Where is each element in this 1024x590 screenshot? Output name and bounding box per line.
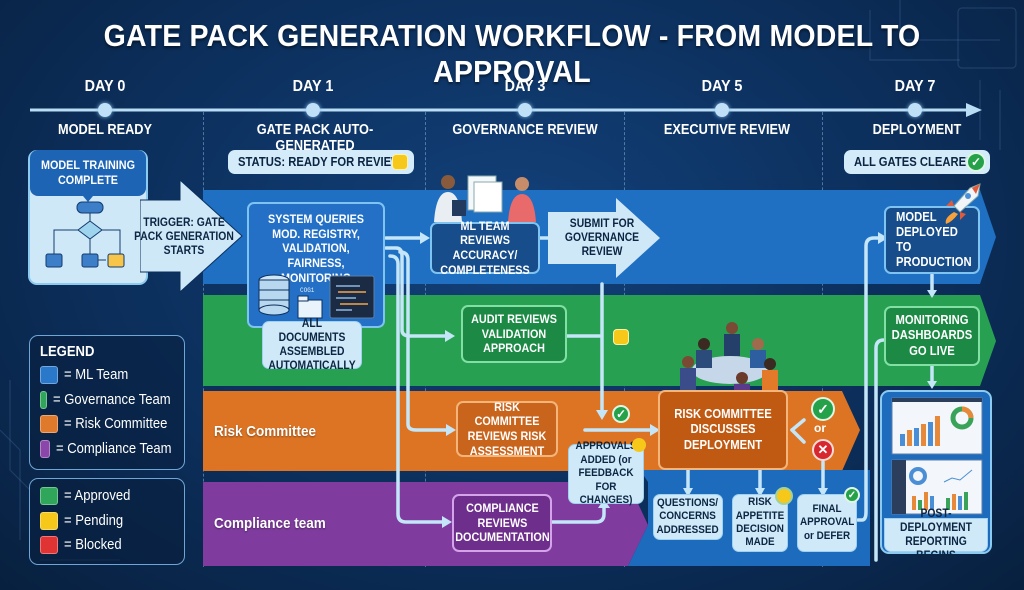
data-sources-icons: COG1 [258,274,375,319]
stage-label: DEPLOYMENT [872,122,962,138]
legend-swatch [40,366,58,385]
arrowhead [420,232,430,244]
model-training-header: MODEL TRAINING COMPLETE [30,150,146,196]
reviewers-illustration [434,175,536,222]
database-icon [258,274,290,316]
legend-swatch [40,536,58,555]
day-label: DAY 5 [701,78,743,95]
status-badge-ready: STATUS: READY FOR REVIEW [228,150,414,174]
questions-addressed-node: QUESTIONS/ CONCERNS ADDRESSED [653,494,723,540]
legend-swatch [40,487,58,506]
arrowhead [445,330,455,342]
final-approval-node: FINAL APPROVAL or DEFER [797,494,857,552]
arrowhead [446,424,456,436]
arrowhead [596,410,608,420]
legend-item-blocked: = Blocked [40,533,184,558]
arrowhead [650,424,660,436]
arrowhead [755,488,765,497]
model-deployed-node: MODEL DEPLOYED TO PRODUCTION [884,206,980,274]
arrowhead [683,488,693,497]
day-label: DAY 0 [84,78,126,95]
timeline-dot-day7 [908,103,922,117]
status-badge-cleared: ALL GATES CLEARED ✓ [844,150,990,174]
arrowhead [878,232,888,244]
pending-status-icon [775,487,793,505]
lane-label-compliance: Compliance team [214,515,326,532]
timeline-arrowhead [966,103,982,117]
approved-status-icon: ✓ [844,487,860,503]
page-title: GATE PACK GENERATION WORKFLOW - FROM MOD… [103,18,921,89]
timeline-dot-day1 [306,103,320,117]
approve-option-icon: ✓ [811,397,835,421]
trigger-arrow [140,180,243,294]
code-editor-icon [329,275,375,319]
ml-team-review-node: ML TEAM REVIEWS ACCURACY/ COMPLETENESS [430,219,540,277]
pending-status-icon [632,438,646,452]
legend-statuses: = Approved = Pending = Blocked [29,478,185,565]
arrowhead [442,516,452,528]
submit-arrow [548,198,660,278]
audit-review-node: AUDIT REVIEWS VALIDATION APPROACH [461,305,567,363]
dashboard-illustration [891,397,983,515]
legend-item-pending: = Pending [40,509,184,534]
submit-governance-label: SUBMIT FOR GOVERNANCE REVIEW [564,217,640,258]
timeline-axis [30,103,982,117]
risk-appetite-node: RISK APPETITE DECISION MADE [732,494,788,552]
legend-swatch [40,390,48,409]
risk-committee-discussion-node: RISK COMMITTEE DISCUSSES DEPLOYMENT [658,390,788,470]
approved-status-icon: ✓ [966,152,986,172]
legend-swatch [40,511,58,530]
legend-teams: LEGEND = ML Team = Governance Team = Ris… [29,335,185,470]
lane-label-risk: Risk Committee [214,423,317,440]
legend-item-governance-team: = Governance Team [40,388,184,413]
legend-item-approved: = Approved [40,484,184,509]
post-deployment-node: POST-DEPLOYMENT REPORTING BEGINS [884,508,988,562]
approvals-added-node: APPROVALS ADDED (or FEEDBACK FOR CHANGES… [568,440,644,506]
day-label: DAY 7 [894,78,936,95]
all-documents-node: ALL DOCUMENTS ASSEMBLED AUTOMATICALLY [262,318,362,372]
reject-option-icon: ✕ [812,439,834,461]
compliance-review-node: COMPLIANCE REVIEWS DOCUMENTATION [452,494,552,552]
timeline-dot-day5 [715,103,729,117]
legend-swatch [40,415,58,434]
or-label: or [814,421,826,435]
approved-status-icon: ✓ [612,405,630,423]
risk-review-node: RISK COMMITTEE REVIEWS RISK ASSESSMENT [456,400,558,458]
stage-label: EXECUTIVE REVIEW [663,122,791,138]
timeline-dot-day0 [98,103,112,117]
pending-status-icon [613,329,629,345]
pending-status-icon [392,154,408,170]
svg-text:COG1: COG1 [300,287,315,294]
legend-title: LEGEND [40,344,95,360]
folder-icon [297,295,323,319]
legend-item-ml-team: = ML Team [40,363,184,388]
day-label: DAY 3 [504,78,546,95]
legend-swatch [40,439,50,458]
monitoring-dashboards-node: MONITORING DASHBOARDS GO LIVE [884,306,980,366]
stage-label: MODEL READY [57,122,153,138]
legend-item-compliance-team: = Compliance Team [40,437,184,462]
legend-item-risk-committee: = Risk Committee [40,412,184,437]
day-label: DAY 1 [292,78,334,95]
arrowhead [927,381,937,389]
timeline-dot-day3 [518,103,532,117]
committee-meeting-illustration [680,322,778,410]
stage-label: GOVERNANCE REVIEW [452,122,598,138]
arrowhead [818,488,828,497]
flowchart-icon [45,196,125,268]
trigger-label: TRIGGER: GATE PACK GENERATION STARTS [134,216,234,257]
arrowhead [927,290,937,298]
rocket-icon [945,183,981,224]
